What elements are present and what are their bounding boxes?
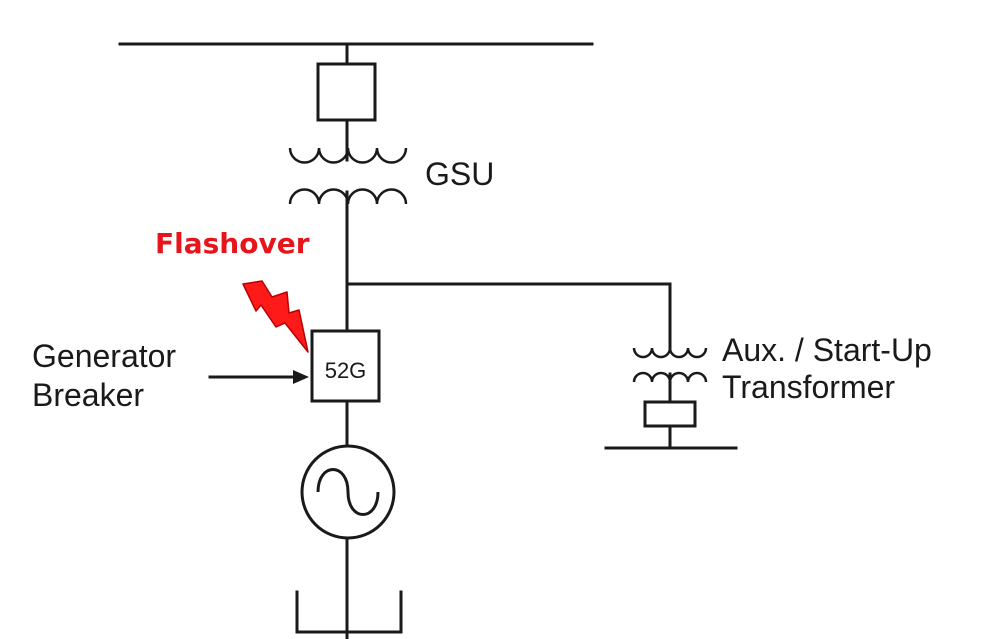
aux-label-line1: Aux. / Start-Up: [722, 332, 932, 368]
generator-breaker-label-line2: Breaker: [32, 377, 144, 413]
hv-breaker-box: [316, 62, 377, 122]
generator-breaker-label-line1: Generator: [32, 338, 176, 374]
flashover-label: Flashover: [155, 227, 310, 260]
breaker-id-label: 52G: [325, 358, 367, 383]
grounding-bracket: [295, 590, 403, 634]
pointer-arrow-icon: [208, 370, 309, 384]
aux-label-line2: Transformer: [722, 369, 895, 405]
aux-breaker-box: [643, 400, 697, 428]
lightning-bolt-icon: [242, 280, 309, 353]
generator-breaker-box: [310, 329, 381, 403]
ac-generator-icon: [300, 444, 396, 540]
gsu-label: GSU: [425, 156, 494, 192]
